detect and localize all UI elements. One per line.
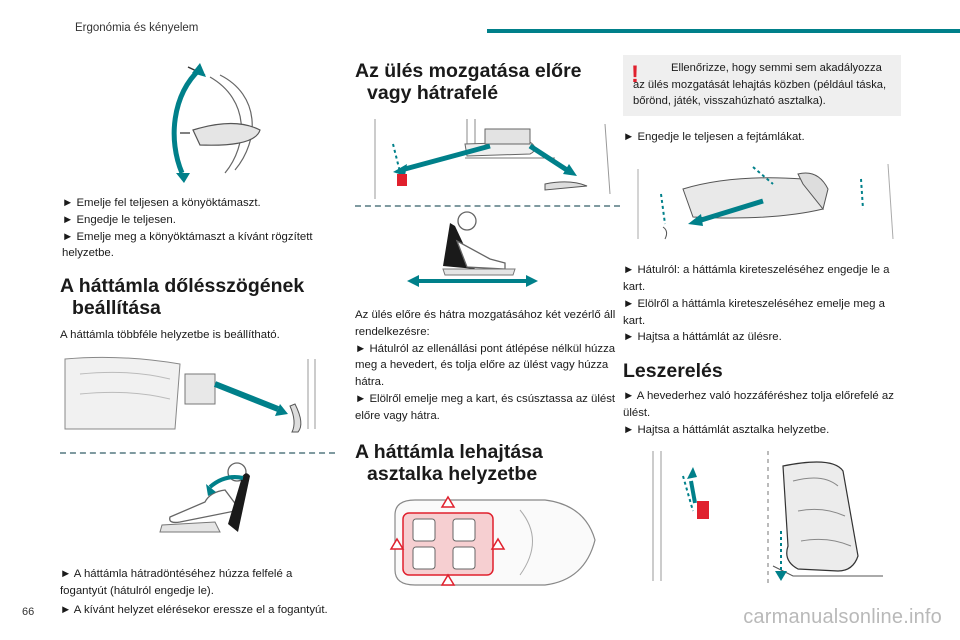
backrest-handle-illustration (64, 356, 316, 433)
section-title: Ergonómia és kényelem (75, 22, 199, 34)
backrest-step-2: ► A kívánt helyzet elérésekor eressze el… (60, 603, 328, 616)
warning-text: Ellenőrizze, hogy semmi sem akadályozza … (633, 62, 887, 107)
move-seat-step-1: ► Hátulról az ellenállási pont átlépése … (355, 342, 616, 389)
backrest-step-1: ► A háttámla hátradöntéséhez húzza felfe… (60, 567, 293, 597)
table-position-heading: A háttámla lehajtása asztalka helyzetbe (355, 440, 543, 485)
seat-slide-pictogram (407, 211, 538, 287)
move-seat-intro: Az ülés előre és hátra mozgatásához két … (355, 309, 616, 338)
fold-step-1: ► Hátulról: a háttámla kireteszeléséhez … (623, 264, 890, 294)
dashed-separator (60, 451, 335, 454)
move-seat-step-2: ► Elölről emelje meg a kart, és csúsztas… (355, 392, 616, 422)
removal-step-2: ► Hajtsa a háttámlát asztalka helyzetbe. (623, 423, 830, 436)
backrest-steps: ► A háttámla hátradöntéséhez húzza felfe… (60, 566, 335, 618)
armrest-steps: ► Emelje fel teljesen a könyöktámaszt. ►… (60, 195, 335, 262)
header-accent-bar (487, 29, 960, 33)
move-seat-text: Az ülés előre és hátra mozgatásához két … (355, 307, 620, 425)
page-number: 66 (22, 606, 35, 618)
backrest-fold-illustration (637, 164, 894, 240)
column-3: ! Ellenőrizze, hogy semmi sem akadályozz… (623, 55, 901, 586)
watermark: carmanualsonline.info (743, 606, 942, 628)
recline-pictogram (159, 462, 250, 533)
column-2: Az ülés mozgatása előre vagy hátrafelé A… (355, 60, 620, 590)
car-top-view-diagram (389, 495, 596, 586)
seat-slide-illustration (374, 119, 611, 199)
dashed-separator (355, 205, 620, 207)
move-seat-heading: Az ülés mozgatása előre vagy hátrafelé (355, 60, 582, 104)
fold-step-3: ► Hajtsa a háttámlát az ülésre. (623, 331, 782, 344)
removal-heading: Leszerelés (623, 360, 723, 383)
armrest-step-2: ► Engedje le teljesen. (62, 213, 176, 226)
armrest-step-3: ► Emelje meg a könyöktámaszt a kívánt rö… (62, 230, 313, 260)
armrest-illustration (171, 63, 261, 183)
headrest-step: ► Engedje le teljesen a fejtámlákat. (623, 130, 805, 143)
warning-box: ! Ellenőrizze, hogy semmi sem akadályozz… (623, 55, 901, 116)
removal-step-1: ► A hevederhez való hozzáféréshez tolja … (623, 390, 894, 420)
column-1: ► Emelje fel teljesen a könyöktámaszt. ►… (60, 55, 335, 618)
seat-removal-illustration (652, 450, 883, 586)
warning-icon: ! (631, 61, 639, 88)
backrest-heading: A háttámla dőlésszögének beállítása (60, 275, 305, 320)
fold-steps: ► Hátulról: a háttámla kireteszeléséhez … (623, 262, 901, 346)
armrest-step-1: ► Emelje fel teljesen a könyöktámaszt. (62, 197, 261, 209)
fold-step-2: ► Elölről a háttámla kireteszeléséhez em… (623, 297, 885, 327)
removal-steps: ► A hevederhez való hozzáféréshez tolja … (623, 388, 901, 438)
backrest-intro: A háttámla többféle helyzetbe is beállít… (60, 329, 280, 342)
